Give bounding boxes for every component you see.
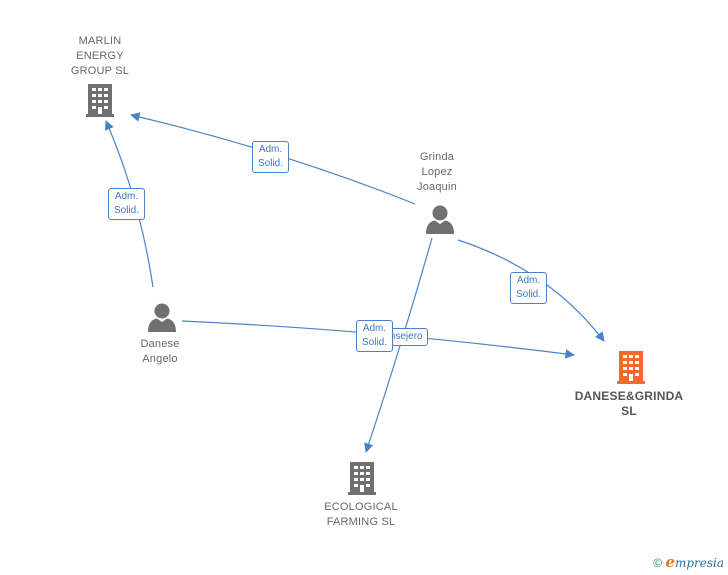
building-icon [348, 462, 376, 495]
building-icon [617, 351, 645, 384]
copyright-symbol: © [653, 556, 663, 570]
node-label-danese-angelo[interactable]: Danese Angelo [140, 338, 180, 365]
edge-label-grinda-danese-grinda: Adm. Solid. [510, 272, 548, 304]
node-label-marlin-energy-group[interactable]: MARLIN ENERGY GROUP SL [70, 35, 130, 77]
node-label-ecological-farming[interactable]: ECOLOGICAL FARMING SL [324, 501, 398, 528]
edge-label-danese-marlin: Adm. Solid. [108, 188, 146, 220]
node-label-grinda-lopez-joaquin[interactable]: Grinda Lopez Joaquin [417, 151, 457, 193]
brand-initial: e [665, 553, 675, 571]
person-icon [426, 205, 454, 234]
empresia-logo[interactable]: empresia [665, 553, 724, 571]
building-icon [86, 84, 114, 117]
node-label-danese-grinda[interactable]: DANESE&GRINDA SL [574, 389, 684, 418]
edge-label-grinda-marlin: Adm. Solid. [252, 141, 290, 173]
footer-copyright: © empresia [653, 553, 724, 571]
person-icon [148, 303, 176, 332]
brand-name: mpresia [674, 556, 724, 570]
edge-grinda-ecological [364, 237, 433, 453]
edge-label-grinda-ecological: Adm. Solid. [356, 320, 394, 352]
